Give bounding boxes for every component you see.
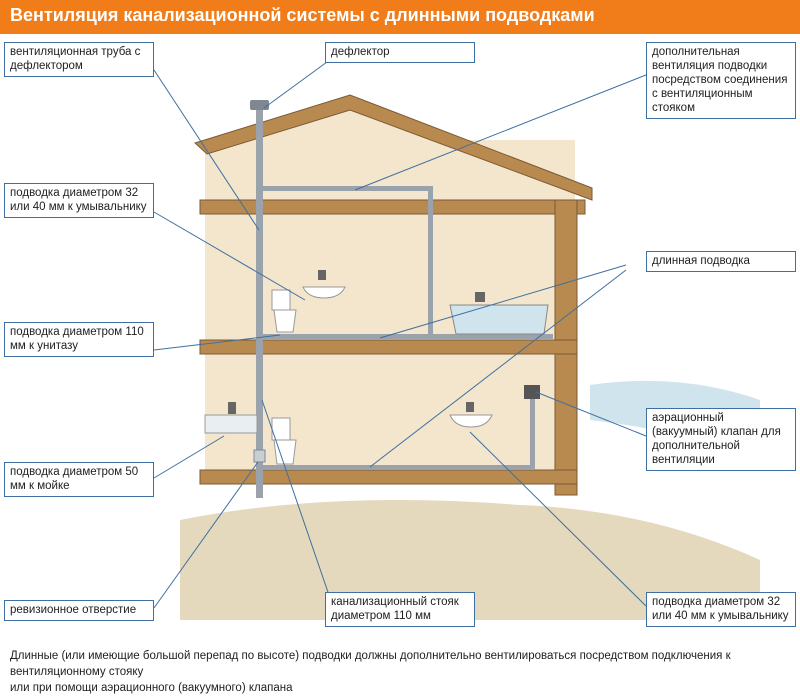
toilet-bowl-lower bbox=[273, 439, 297, 465]
deflector-cap bbox=[250, 100, 269, 110]
leader-lines bbox=[153, 61, 647, 609]
kitchen-sink bbox=[204, 414, 258, 434]
page-title: Вентиляция канализационной системы с дли… bbox=[0, 0, 800, 34]
sink-tap-lower bbox=[466, 402, 474, 412]
label-aeration-valve: аэрационный (вакуумный) клапан для допол… bbox=[646, 408, 796, 471]
label-long-supply: длинная подводка bbox=[646, 251, 796, 272]
toilet-bowl-upper bbox=[273, 309, 297, 333]
label-supply-32-40-upper: подводка диаметром 32 или 40 мм к умывал… bbox=[4, 183, 154, 218]
label-supply-50: подводка диаметром 50 мм к мойке bbox=[4, 462, 154, 497]
revision-hole bbox=[253, 449, 266, 463]
extra-vent-drop bbox=[428, 186, 433, 336]
footer-line-1: Длинные (или имеющие большой перепад по … bbox=[10, 650, 731, 678]
attic-floor bbox=[199, 199, 586, 215]
label-supply-32-40-lower: подводка диаметром 32 или 40 мм к умывал… bbox=[646, 592, 796, 627]
label-deflector: дефлектор bbox=[325, 42, 475, 63]
kitchen-tap bbox=[228, 402, 236, 414]
bath-tap bbox=[475, 292, 485, 302]
extra-vent-pipe bbox=[263, 186, 433, 191]
label-supply-110: подводка диаметром 110 мм к унитазу bbox=[4, 322, 154, 357]
vent-pipe bbox=[256, 108, 263, 498]
roof bbox=[194, 94, 593, 201]
upper-floor bbox=[199, 339, 578, 355]
ground bbox=[180, 500, 760, 620]
upper-supply bbox=[263, 334, 553, 339]
bathtub bbox=[449, 304, 549, 335]
lower-supply bbox=[263, 465, 533, 470]
aeration-valve bbox=[524, 385, 540, 399]
valve-drop bbox=[530, 395, 535, 470]
sink-upper bbox=[302, 286, 346, 299]
label-revision-hole: ревизионное отверстие bbox=[4, 600, 154, 621]
label-extra-vent: дополнительная вентиляция подводки посре… bbox=[646, 42, 796, 119]
label-riser: канализационный стояк диаметром 110 мм bbox=[325, 592, 475, 627]
sink-tap-upper bbox=[318, 270, 326, 280]
footer-note: Длинные (или имеющие большой перепад по … bbox=[10, 648, 790, 696]
footer-line-2: или при помощи аэрационного (вакуумного)… bbox=[10, 682, 293, 694]
sink-lower bbox=[449, 414, 493, 428]
toilet-tank-upper bbox=[271, 289, 291, 311]
label-vent-pipe: вентиляционная труба с дефлектором bbox=[4, 42, 154, 77]
